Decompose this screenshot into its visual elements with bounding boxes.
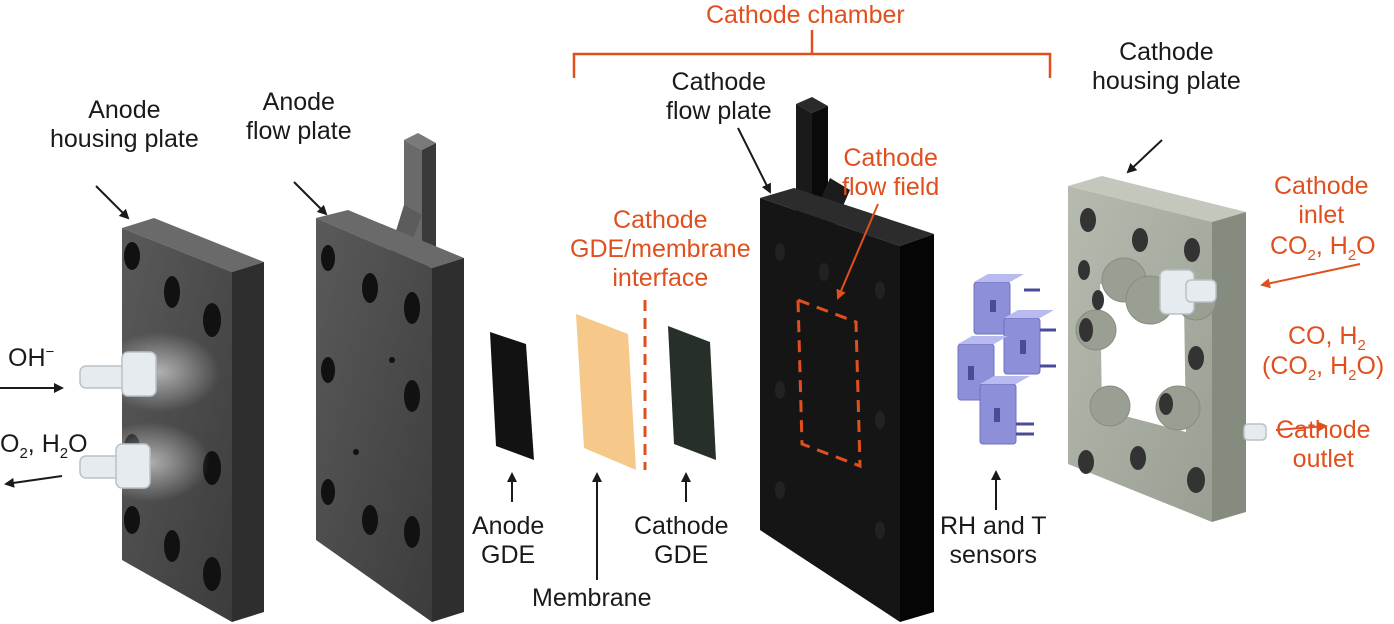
label-o2-h2o: O2, H2O	[0, 430, 88, 462]
membrane	[576, 314, 636, 470]
anode-flow-plate	[316, 133, 464, 622]
label-outlet-species-2: (CO2, H2O)	[1262, 352, 1385, 384]
anode-gde	[490, 332, 534, 460]
label-cathode-chamber: Cathode chamber	[706, 1, 905, 29]
cathode-flow-plate	[760, 97, 934, 622]
label-inlet-species: CO2, H2O	[1270, 232, 1376, 264]
cathode-housing-plate	[1068, 176, 1267, 522]
rh-t-sensors	[957, 274, 1056, 445]
leader-arrows	[0, 127, 1163, 580]
cathode-chamber-bracket	[572, 30, 1052, 78]
label-oh: OH−	[8, 343, 55, 372]
anode-fittings	[79, 351, 157, 489]
label-outlet-species-1: CO, H2	[1288, 322, 1366, 354]
orange-arrows	[836, 203, 1361, 432]
anode-housing-plate	[90, 218, 264, 622]
cathode-gde	[668, 326, 716, 460]
flow-field-outline	[796, 297, 862, 469]
label-membrane: Membrane	[532, 584, 652, 612]
